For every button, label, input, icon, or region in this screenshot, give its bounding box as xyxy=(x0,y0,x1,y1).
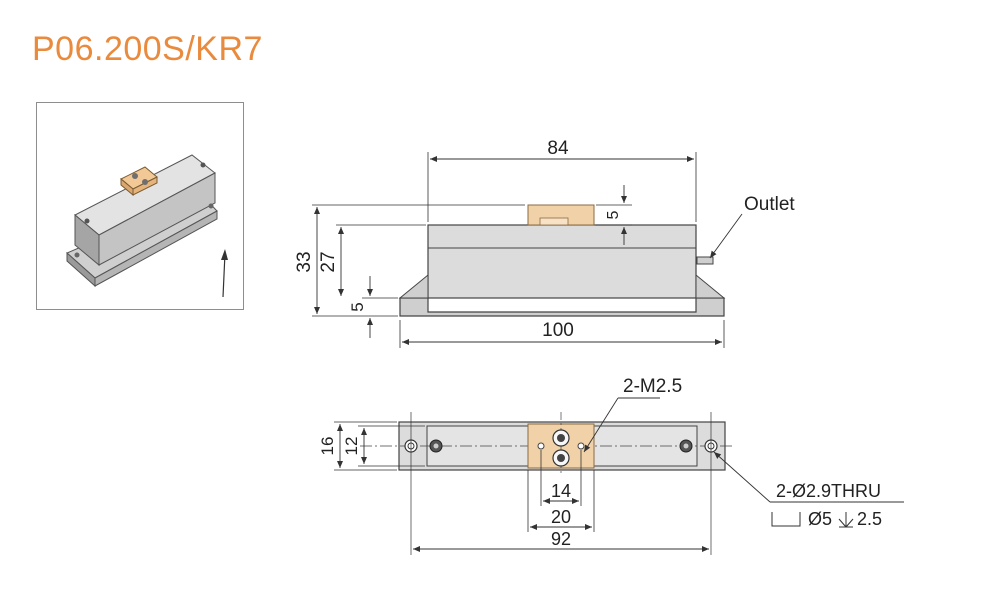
dim-12-label: 12 xyxy=(342,437,361,456)
top-view: 2-M2.5 16 12 14 20 92 2-Ø2.9THRU Ø5 xyxy=(318,376,904,555)
side-view: 84 100 33 27 5 5 Outlet xyxy=(294,138,795,348)
iso-body-front xyxy=(98,172,216,266)
hole-note-line2: Ø5 xyxy=(808,509,832,529)
side-flange xyxy=(399,297,725,317)
hole-note-line1: 2-Ø2.9THRU xyxy=(776,481,881,501)
isometric-drawing xyxy=(66,154,228,298)
hole-note-leader xyxy=(713,451,771,503)
outlet-label: Outlet xyxy=(744,194,795,215)
isometric-preview xyxy=(36,102,244,310)
dim-5-pad-label: 5 xyxy=(605,210,622,219)
dim-33-label: 33 xyxy=(294,251,315,272)
counterbore-icon xyxy=(771,512,801,527)
page-title: P06.200S/KR7 xyxy=(32,30,263,68)
dim-16-label: 16 xyxy=(318,437,337,456)
outlet-leader xyxy=(709,213,743,259)
thread-label: 2-M2.5 xyxy=(623,376,682,397)
dim-84-label: 84 xyxy=(547,138,569,159)
dim-20-label: 20 xyxy=(551,507,571,527)
side-outlet xyxy=(696,256,714,265)
depth-icon xyxy=(838,512,854,528)
hole-note-depth: 2.5 xyxy=(857,509,882,529)
dim-27-label: 27 xyxy=(318,251,339,272)
arrow-up-icon xyxy=(221,249,228,298)
dim-100-label: 100 xyxy=(542,320,574,341)
dim-92-label: 92 xyxy=(551,529,571,549)
dim-14-label: 14 xyxy=(551,481,571,501)
thread-leader xyxy=(583,397,619,453)
dim-5-flange-label: 5 xyxy=(348,302,367,311)
side-body xyxy=(427,224,697,299)
